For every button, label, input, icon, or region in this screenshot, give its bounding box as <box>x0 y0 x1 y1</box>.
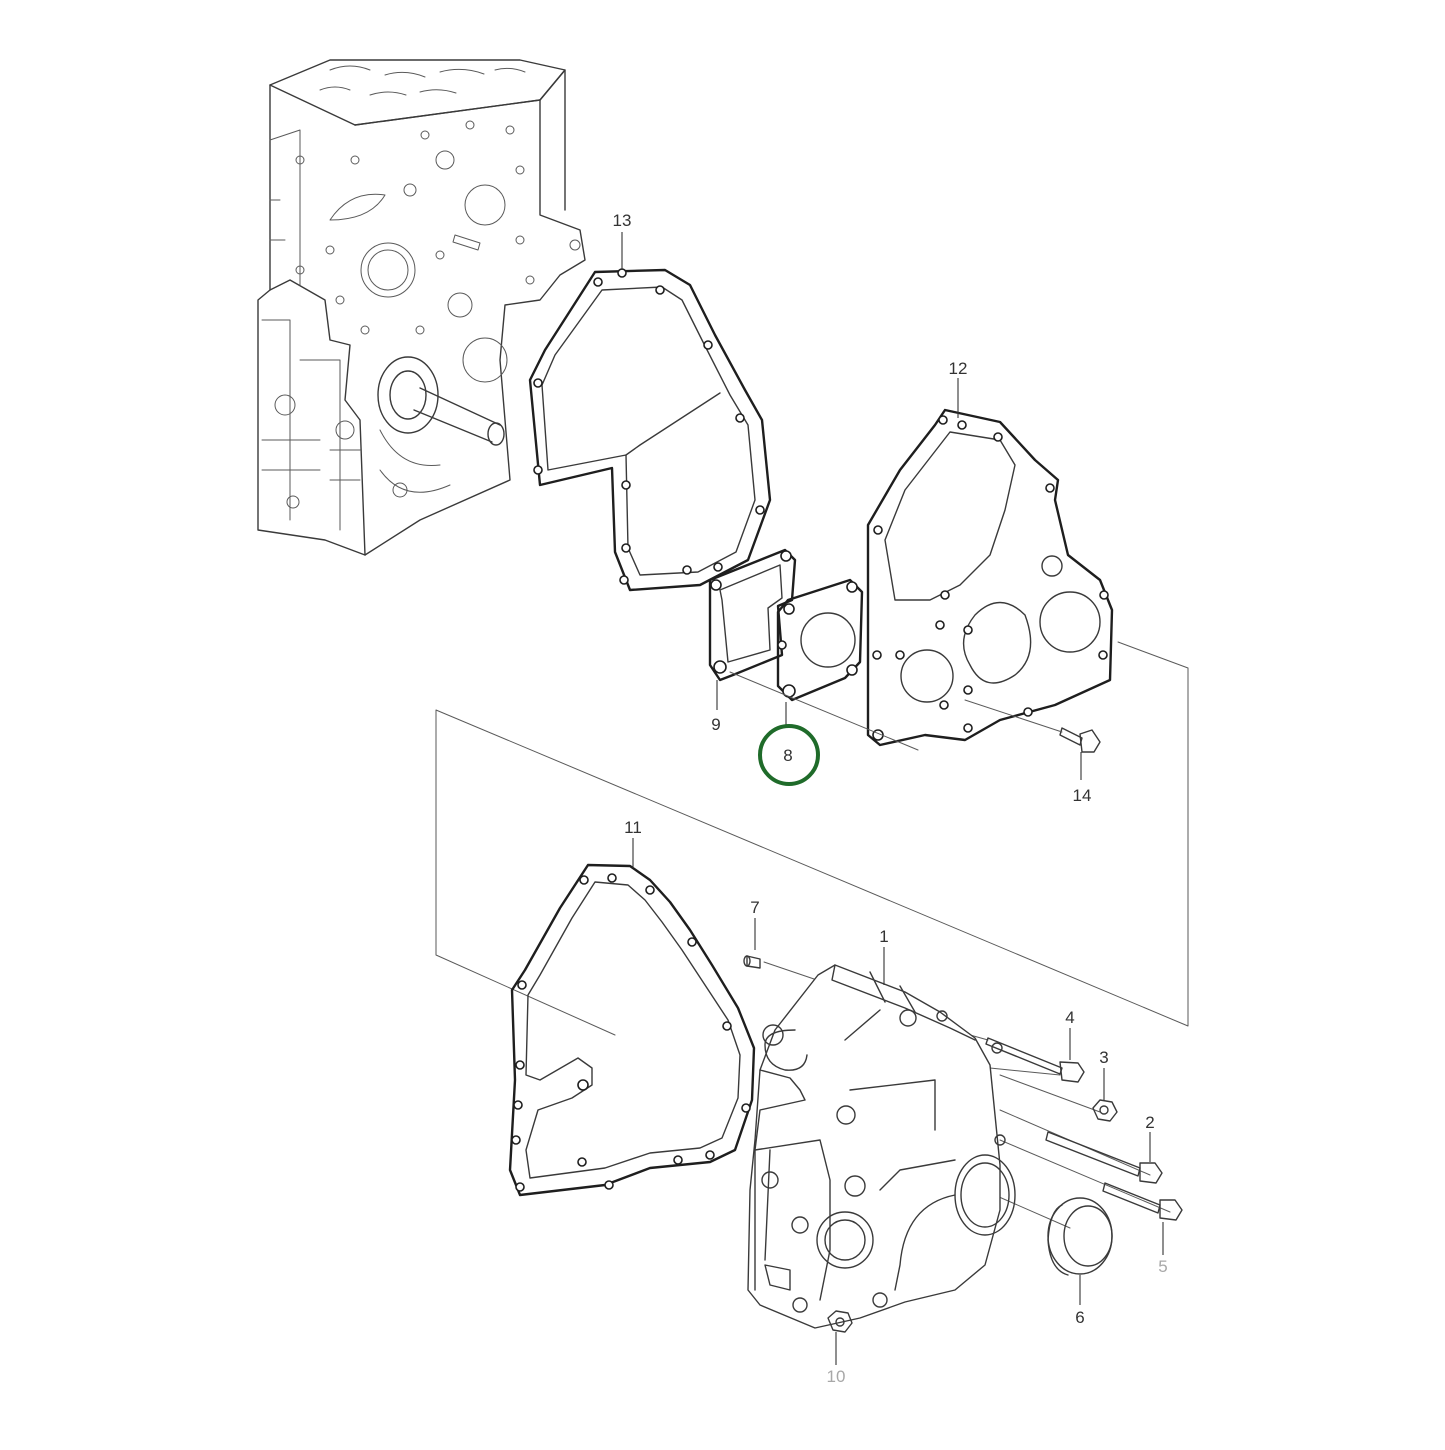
engine-block <box>257 59 586 556</box>
callout-label-13[interactable]: 13 <box>613 211 632 230</box>
callout-8-highlight-ring[interactable] <box>758 724 820 786</box>
gasket-9 <box>708 548 797 682</box>
callout-label-7[interactable]: 7 <box>750 898 759 917</box>
bolt-14 <box>1059 727 1101 753</box>
gasket-11 <box>508 863 756 1197</box>
nut-10 <box>827 1310 853 1333</box>
callout-label-1[interactable]: 1 <box>879 927 888 946</box>
nut-3 <box>1092 1099 1118 1122</box>
bolt-4 <box>985 1037 1085 1083</box>
bolt-2 <box>1045 1131 1163 1184</box>
callout-label-10[interactable]: 10 <box>827 1367 846 1386</box>
oil-seal-6 <box>1047 1197 1113 1276</box>
bolt-5 <box>1102 1182 1183 1221</box>
timing-cover-1 <box>747 964 1016 1329</box>
callout-label-12[interactable]: 12 <box>949 359 968 378</box>
callout-label-5[interactable]: 5 <box>1158 1257 1167 1276</box>
callout-label-2[interactable]: 2 <box>1145 1113 1154 1132</box>
callout-label-8[interactable]: 8 <box>783 746 792 765</box>
callout-labels: 13 12 9 8 14 11 7 1 4 3 2 5 6 10 <box>613 211 1168 1386</box>
assembly-frame <box>435 641 1189 1323</box>
callout-label-6[interactable]: 6 <box>1075 1308 1084 1327</box>
dowel-pin-7 <box>743 955 761 969</box>
front-plate-12 <box>866 408 1114 747</box>
callout-label-9[interactable]: 9 <box>711 715 720 734</box>
callout-label-4[interactable]: 4 <box>1065 1008 1074 1027</box>
callout-label-11[interactable]: 11 <box>624 818 642 837</box>
plate-8 <box>776 578 864 702</box>
gasket-13 <box>528 268 772 592</box>
callout-label-14[interactable]: 14 <box>1073 786 1092 805</box>
callout-label-3[interactable]: 3 <box>1099 1048 1108 1067</box>
